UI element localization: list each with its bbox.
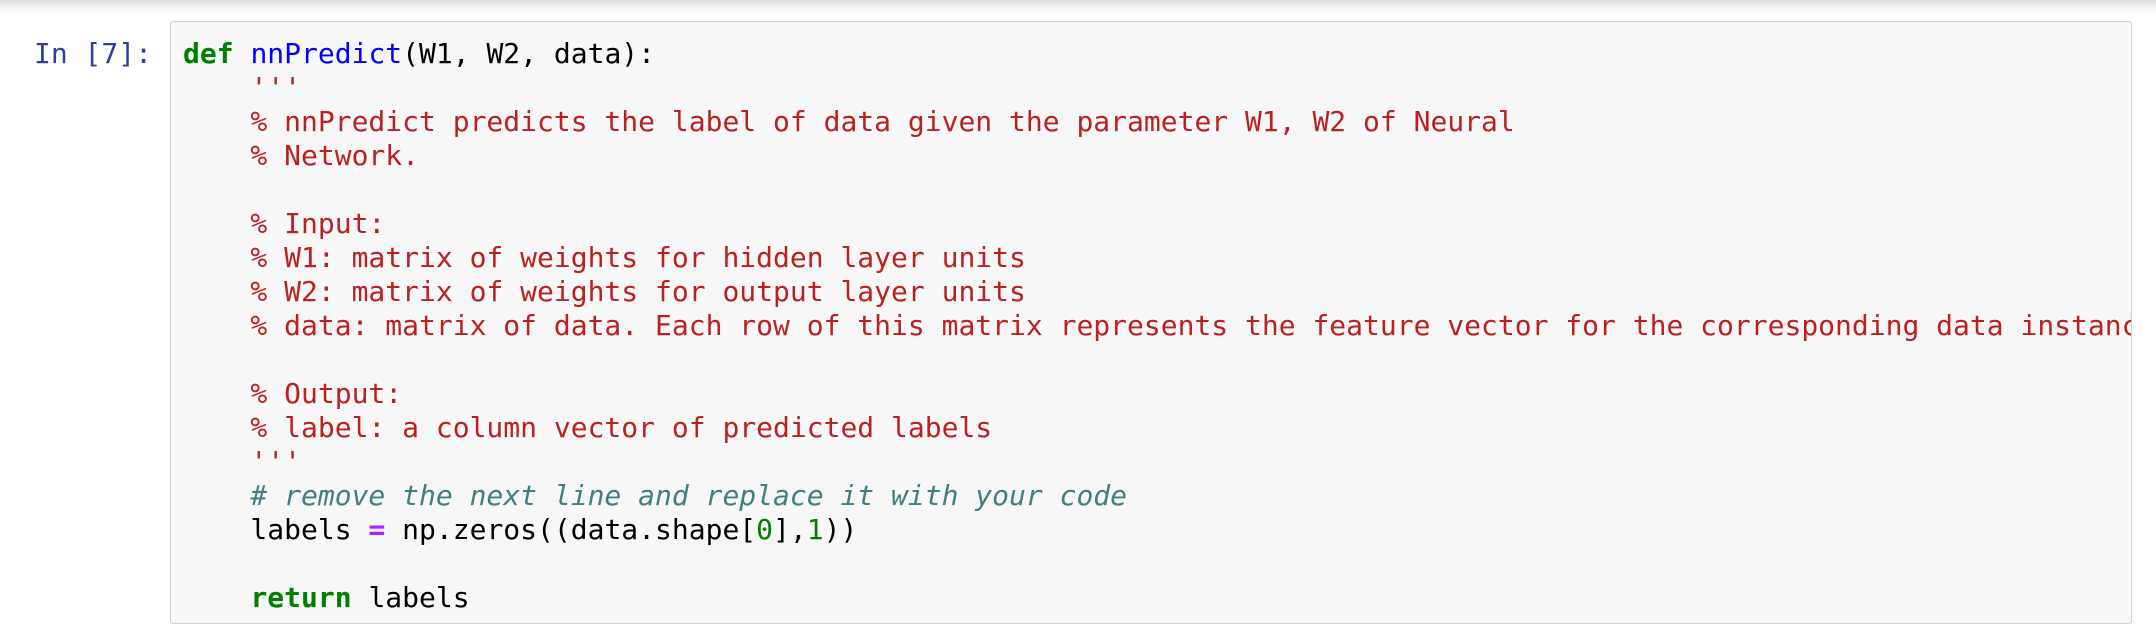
code-line: % label: a column vector of predicted la…	[183, 411, 993, 444]
code-line: '''	[250, 71, 302, 104]
code-line	[183, 173, 2131, 207]
code-line: % W2: matrix of weights for output layer…	[183, 275, 1026, 308]
notebook-page: In [7]: def nnPredict(W1, W2, data): '''…	[0, 0, 2156, 624]
code-line: def nnPredict(W1, W2, data):	[183, 37, 656, 70]
code-content: def nnPredict(W1, W2, data): ''' % nnPre…	[183, 37, 2131, 615]
code-line: '''	[183, 445, 302, 478]
top-shadow	[0, 0, 2156, 14]
code-line	[183, 343, 2131, 377]
input-prompt: In [7]:	[33, 37, 152, 70]
code-line: % Input:	[183, 207, 386, 240]
code-line: labels = np.zeros((data.shape[0],1))	[183, 513, 858, 546]
code-line: % Output:	[183, 377, 403, 410]
code-line	[183, 547, 2131, 581]
code-line: % W1: matrix of weights for hidden layer…	[183, 241, 1026, 274]
code-cell[interactable]: In [7]: def nnPredict(W1, W2, data): '''…	[0, 21, 2156, 624]
code-editor[interactable]: def nnPredict(W1, W2, data): ''' % nnPre…	[170, 21, 2132, 624]
code-line: % Network.	[183, 139, 420, 172]
code-line: % data: matrix of data. Each row of this…	[183, 309, 2132, 342]
code-line: % nnPredict predicts the label of data g…	[183, 105, 1515, 138]
code-line: return labels	[250, 581, 470, 614]
code-line: # remove the next line and replace it wi…	[183, 479, 1128, 512]
